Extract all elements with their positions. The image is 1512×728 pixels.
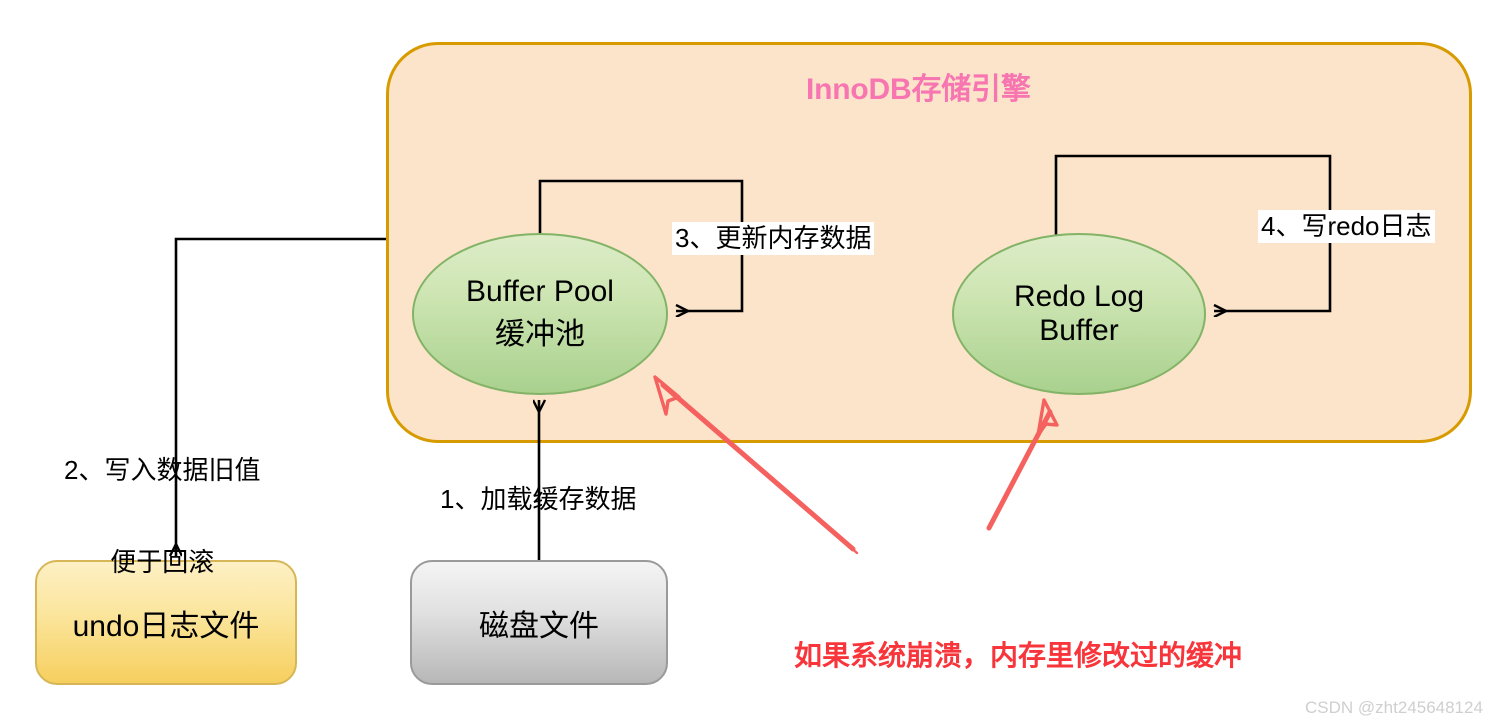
csdn-watermark: CSDN @zht245648124 <box>1305 698 1483 717</box>
engine-title: InnoDB存储引擎 <box>806 73 1031 106</box>
red-arrow-to-redo-log-buffer <box>986 398 1059 531</box>
buffer-pool-node: Buffer Pool 缓冲池 <box>412 233 668 395</box>
buffer-pool-label-cn: 缓冲池 <box>494 318 585 351</box>
disk-file-box: 磁盘文件 <box>410 560 668 685</box>
flow-label-step1: 1、加载缓存数据 <box>440 484 637 514</box>
undo-log-file-box: undo日志文件 <box>35 560 297 685</box>
flow-arrow-step2 <box>176 237 386 556</box>
flow-label-step3: 3、更新内存数据 <box>672 222 875 255</box>
flow-arrow-step3 <box>538 179 744 311</box>
flow-arrow-step4 <box>1054 154 1332 311</box>
redo-log-buffer-node: Redo Log Buffer <box>952 233 1206 395</box>
flow-label-step2-line1: 2、写入数据旧值 <box>64 455 261 486</box>
red-arrow-to-buffer-pool <box>653 375 859 555</box>
flow-label-step2: 2、写入数据旧值 便于回滚 <box>64 394 260 639</box>
crash-warning-line1: 如果系统崩溃，内存里修改过的缓冲 <box>793 640 1242 672</box>
redo-log-label-line2: Buffer <box>1039 314 1119 347</box>
redo-log-label-line1: Redo Log <box>1013 280 1145 313</box>
disk-file-label: 磁盘文件 <box>479 609 599 643</box>
buffer-pool-label-en: Buffer Pool <box>466 275 614 308</box>
crash-warning-annotation: 如果系统崩溃，内存里修改过的缓冲 数据以及redo日志，都会丢失 <box>748 562 1288 728</box>
undo-log-file-label: undo日志文件 <box>72 609 260 643</box>
flow-label-step4: 4、写redo日志 <box>1258 210 1435 243</box>
flow-label-step2-line2: 便于回滚 <box>110 547 215 578</box>
